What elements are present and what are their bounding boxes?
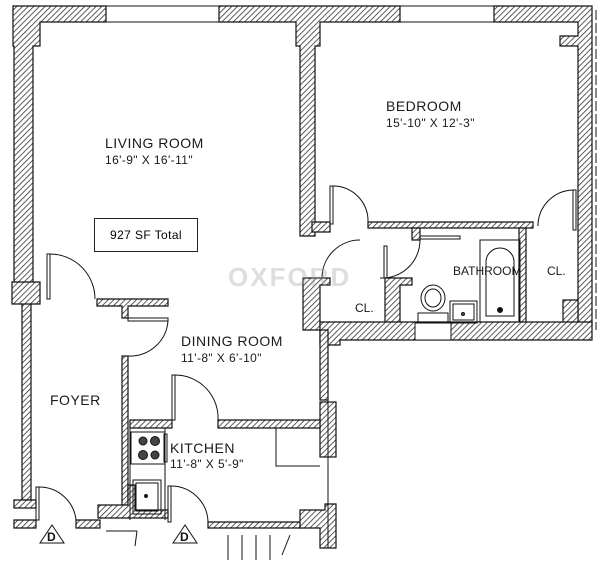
kitchen-dimensions: 11'-8" X 5'-9" [170, 457, 244, 471]
bathroom-label: BATHROOM [453, 264, 522, 278]
living-room-dimensions: 16'-9" X 16'-11" [105, 153, 193, 167]
living-room-label: LIVING ROOM [105, 135, 204, 151]
bedroom-dimensions: 15'-10" X 12'-3" [386, 116, 475, 130]
door-marker-1: D [47, 530, 56, 544]
dining-room-label: DINING ROOM [181, 333, 283, 349]
bedroom-closet-label: CL. [547, 264, 566, 278]
foyer-label: FOYER [50, 392, 101, 408]
hall-closet-label: CL. [355, 301, 374, 315]
total-area-box: 927 SF Total [94, 218, 198, 252]
fixtures [129, 239, 521, 520]
dining-room-dimensions: 11'-8" X 6'-10" [181, 351, 262, 365]
windows [106, 5, 597, 548]
bedroom-label: BEDROOM [386, 98, 462, 114]
doors [35, 185, 577, 560]
kitchen-label: KITCHEN [170, 440, 235, 456]
door-marker-2: D [180, 530, 189, 544]
watermark: OXFORD [228, 262, 352, 292]
total-area-label: 927 SF Total [110, 228, 182, 242]
